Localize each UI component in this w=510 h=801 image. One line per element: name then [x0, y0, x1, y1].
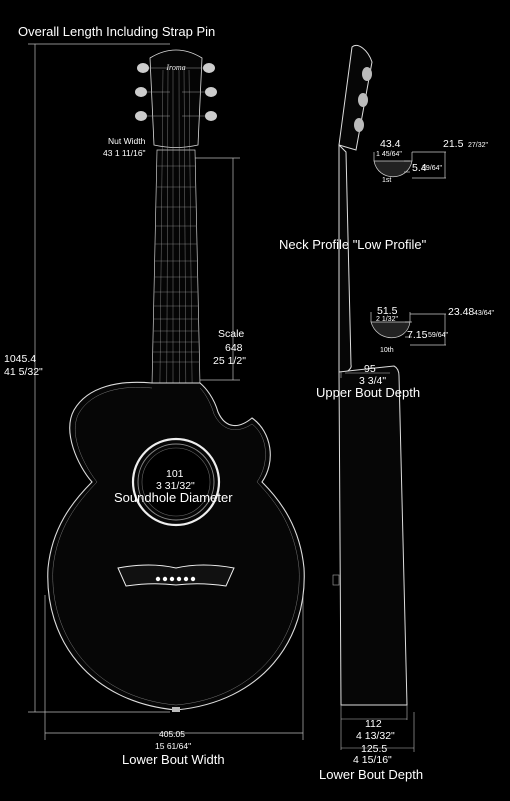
overall-length-title: Overall Length Including Strap Pin [18, 24, 216, 39]
profile-1st-thick-mm: 5.4 [412, 162, 427, 174]
lower-bout-depth-a-mm: 112 [365, 718, 382, 730]
profile-1st-depth-in: 27/32" [468, 142, 489, 149]
lower-bout-width-title: Lower Bout Width [122, 752, 225, 767]
soundhole-in: 3 31/32" [156, 480, 195, 492]
overall-length-in: 41 5/32" [4, 366, 43, 378]
tuners [135, 63, 217, 121]
lower-bout-depth-title: Lower Bout Depth [319, 767, 424, 782]
scale-in: 25 1/2" [213, 355, 246, 367]
strap-pin [172, 707, 180, 712]
neck [151, 149, 201, 386]
neck-profile-10th [370, 312, 446, 346]
neck-profile-title: Neck Profile "Low Profile" [279, 237, 427, 252]
scale-mm: 648 [225, 342, 243, 354]
lower-bout-depth-b-in: 4 15/16" [353, 754, 392, 766]
lower-bout-depth-b-mm: 125.5 [361, 743, 388, 755]
soundhole-mm: 101 [166, 468, 184, 480]
guitar-body [47, 381, 305, 711]
profile-10th-depth-in: 43/64" [474, 310, 495, 317]
profile-10th-width-in: 2 1/32" [376, 316, 398, 323]
profile-10th-depth-mm: 23.48 [448, 306, 475, 318]
profile-1st-fret: 1st [382, 177, 392, 184]
scale-title: Scale [218, 328, 245, 340]
neck-profile-1st [373, 151, 446, 179]
profile-10th-thick-mm: 7.15 [407, 329, 428, 341]
body-binding [52, 387, 300, 706]
profile-10th-fret: 10th [380, 347, 394, 354]
upper-bout-depth-in: 3 3/4" [359, 375, 387, 387]
profile-10th-thick-in: 59/64" [428, 332, 449, 339]
nut-width-value: 43 1 11/16" [103, 148, 146, 158]
overall-length-mm: 1045.4 [4, 353, 37, 365]
bridge [117, 564, 235, 587]
side-tuners [354, 67, 372, 132]
profile-1st-depth-mm: 21.5 [443, 138, 464, 150]
lower-bout-depth-a-in: 4 13/32" [356, 730, 395, 742]
brand-logo: Iroma [165, 63, 185, 72]
profile-1st-width-in: 1 45/64" [376, 151, 402, 158]
nut-width-title: Nut Width [108, 136, 146, 146]
lower-bout-width-in: 15 61/64" [155, 741, 192, 751]
frets [153, 165, 200, 363]
upper-bout-depth-mm: 95 [364, 363, 376, 375]
profile-10th-width-mm: 51.5 [377, 305, 398, 317]
profile-1st-thick-in: 39/64" [422, 165, 443, 172]
upper-bout-depth-title: Upper Bout Depth [316, 385, 421, 400]
lower-bout-width-mm: 405.05 [159, 729, 185, 739]
soundhole [131, 437, 221, 527]
soundhole-title: Soundhole Diameter [114, 490, 233, 505]
profile-1st-width-mm: 43.4 [380, 138, 401, 150]
